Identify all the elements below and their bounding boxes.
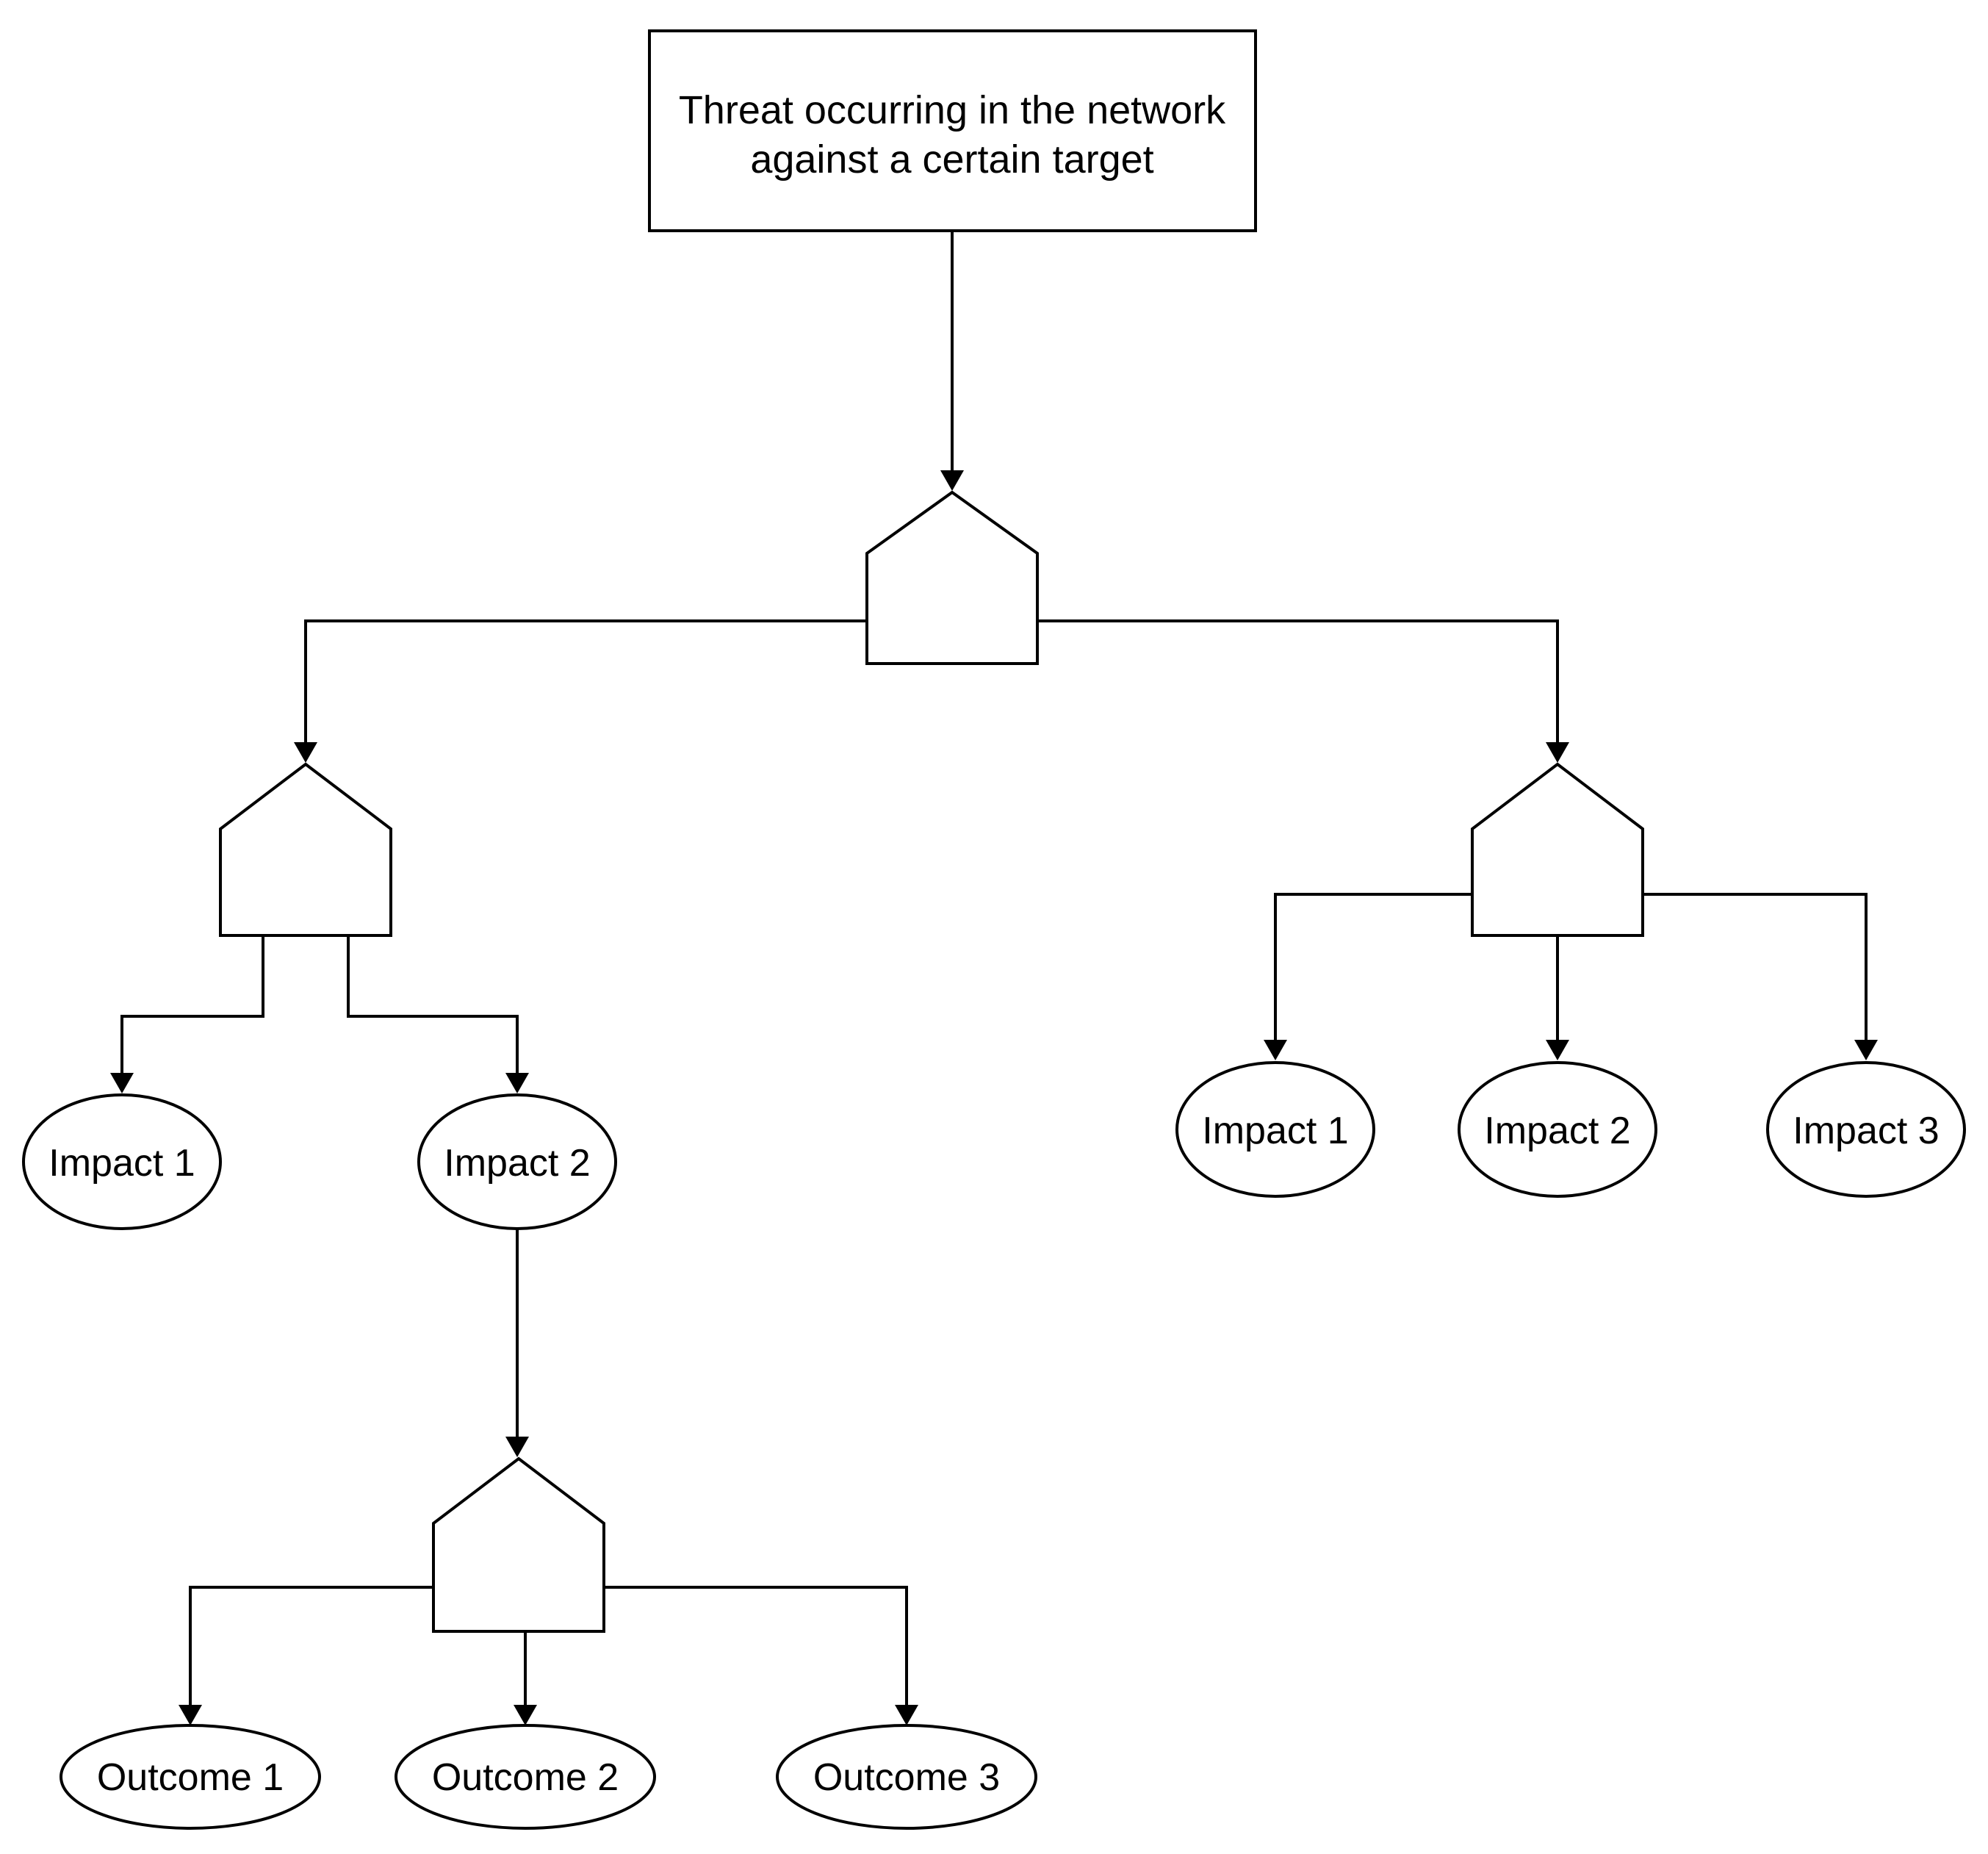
outcomes: Outcome 1 Outcome 2 Outcome 3 — [60, 1724, 1037, 1830]
right-impacts: Impact 1 Impact 2 Impact 3 — [1175, 1061, 1966, 1198]
arrowhead-right-impact-1 — [1264, 1040, 1287, 1060]
arrowhead-gate-3-right — [1546, 742, 1569, 763]
arrowhead-right-impact-3 — [1854, 1040, 1878, 1060]
edge-gate-1-to-gate-3-right — [1037, 619, 1559, 742]
left-impact-2-node — [417, 1093, 617, 1230]
root-label-line-2: against a certain target — [750, 137, 1153, 182]
left-impact-1-node — [22, 1093, 222, 1230]
edge-gate-4-to-outcome-1 — [189, 1586, 433, 1705]
edge-gate-2-to-left-impact-1 — [120, 935, 264, 1073]
arrowhead-left-impact-2 — [505, 1073, 529, 1093]
outcome-1-label: Outcome 1 — [97, 1756, 284, 1799]
gates — [219, 490, 1644, 1633]
outcome-2-label: Outcome 2 — [432, 1756, 619, 1799]
event-gate-3-right — [1471, 762, 1644, 937]
right-impact-3-node — [1766, 1061, 1966, 1198]
outcome-1-node — [60, 1724, 321, 1830]
edge-gate-4-to-outcome-3 — [604, 1586, 908, 1705]
event-gate-4-bottom — [432, 1456, 605, 1633]
arrowhead-gate-1 — [940, 470, 964, 491]
edges — [110, 232, 1878, 1725]
outcome-3-label: Outcome 3 — [813, 1756, 1000, 1799]
left-impact-2-label: Impact 2 — [444, 1142, 590, 1185]
right-impact-2-label: Impact 2 — [1484, 1110, 1630, 1152]
root-node: Threat occurring in the network against … — [648, 29, 1257, 232]
arrowhead-outcome-1 — [179, 1705, 202, 1725]
left-impacts: Impact 1 Impact 2 — [22, 1093, 617, 1230]
outcome-3-node — [776, 1724, 1037, 1830]
right-impact-1-label: Impact 1 — [1202, 1110, 1348, 1152]
event-gate-1 — [865, 490, 1039, 665]
arrowhead-right-impact-2 — [1546, 1040, 1569, 1060]
outcome-2-node — [395, 1724, 656, 1830]
edge-gate-3-to-right-impact-3 — [1643, 893, 1868, 1040]
edge-gate-1-to-gate-2-left — [304, 619, 867, 742]
root-label-line-1: Threat occurring in the network — [679, 88, 1226, 132]
arrowhead-outcome-2 — [514, 1705, 537, 1725]
arrowhead-gate-4 — [505, 1437, 529, 1457]
root-box — [648, 29, 1257, 232]
edge-gate-3-to-right-impact-1 — [1274, 893, 1472, 1040]
right-impact-1-node — [1175, 1061, 1375, 1198]
left-impact-1-label: Impact 1 — [48, 1142, 195, 1185]
right-impact-3-label: Impact 3 — [1793, 1110, 1939, 1152]
arrowhead-outcome-3 — [895, 1705, 918, 1725]
event-gate-2-left — [219, 762, 392, 937]
edge-gate-2-to-left-impact-2 — [347, 935, 519, 1073]
arrowhead-gate-2-left — [294, 742, 317, 763]
right-impact-2-node — [1458, 1061, 1657, 1198]
arrowhead-left-impact-1 — [110, 1073, 134, 1093]
